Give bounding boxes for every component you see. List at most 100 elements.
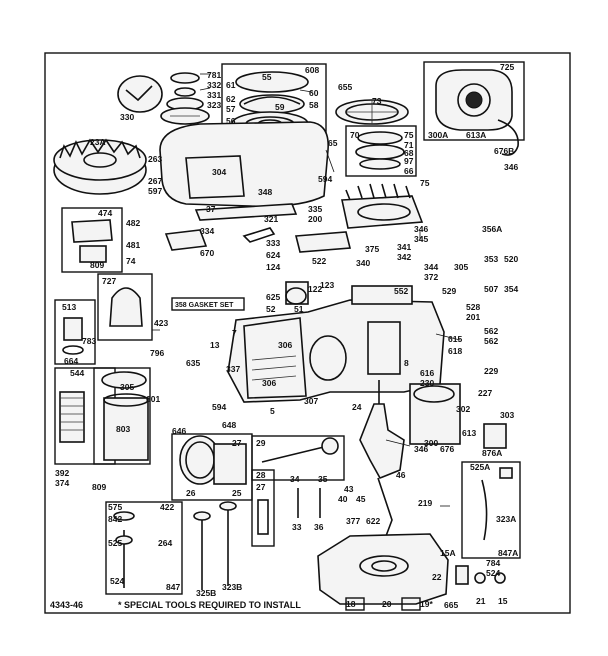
label-201: 201 [466, 312, 480, 322]
label-507: 507 [484, 284, 498, 294]
label-622: 622 [366, 516, 380, 526]
label-340: 340 [356, 258, 370, 268]
label-40: 40 [338, 494, 348, 504]
label-334: 334 [200, 226, 214, 236]
label-345: 345 [414, 234, 428, 244]
label-552: 552 [394, 286, 408, 296]
label-341: 341 [397, 242, 411, 252]
label-71: 71 [404, 140, 414, 150]
label-26: 26 [186, 488, 196, 498]
breather-box [54, 299, 96, 365]
label-332: 332 [207, 80, 221, 90]
label-562b: 562 [484, 336, 498, 346]
label-28: 28 [256, 470, 266, 480]
label-65: 65 [328, 138, 338, 148]
piston-rings [171, 433, 253, 501]
label-24: 24 [352, 402, 362, 412]
label-123: 123 [320, 280, 334, 290]
label-482: 482 [126, 218, 140, 228]
label-35: 35 [318, 474, 328, 484]
label-374: 374 [55, 478, 69, 488]
label-60: 60 [309, 88, 319, 98]
label-670: 670 [200, 248, 214, 258]
label-474: 474 [98, 208, 112, 218]
label-43: 43 [344, 484, 354, 494]
label-73: 73 [372, 96, 382, 106]
label-665: 665 [444, 600, 458, 610]
label-648: 648 [222, 420, 236, 430]
label-68: 68 [404, 148, 414, 158]
label-809: 809 [90, 260, 104, 270]
engine-sump [317, 533, 449, 611]
label-392: 392 [55, 468, 69, 478]
label-219: 219 [418, 498, 432, 508]
label-325b: 325B [196, 588, 216, 598]
label-337: 337 [226, 364, 240, 374]
flywheel-nut-group [117, 72, 210, 125]
label-333: 333 [266, 238, 280, 248]
label-75a: 75 [404, 130, 414, 140]
fastener-parts [455, 565, 506, 585]
label-33: 33 [292, 522, 302, 532]
label-321: 321 [264, 214, 278, 224]
label-66: 66 [404, 166, 414, 176]
air-cleaner-stack [345, 125, 417, 177]
label-305: 305 [454, 262, 468, 272]
label-25: 25 [232, 488, 242, 498]
label-525a: 525A [470, 462, 490, 472]
label-725: 725 [500, 62, 514, 72]
label-624: 624 [266, 250, 280, 260]
label-372: 372 [424, 272, 438, 282]
label-51: 51 [294, 304, 304, 314]
label-59: 59 [275, 102, 285, 112]
label-267: 267 [148, 176, 162, 186]
label-7: 7 [232, 328, 237, 338]
label-522: 522 [312, 256, 326, 266]
special-tools-note: * SPECIAL TOOLS REQUIRED TO INSTALL [118, 600, 301, 610]
drawing-code: 4343-46 [50, 600, 83, 610]
label-230: 230 [420, 378, 434, 388]
label-664: 664 [64, 356, 78, 366]
label-625: 625 [266, 292, 280, 302]
label-796: 796 [150, 348, 164, 358]
label-608: 608 [305, 65, 319, 75]
label-524b: 524 [486, 568, 500, 578]
label-655: 655 [338, 82, 352, 92]
valve-train [251, 469, 321, 547]
label-676: 676 [440, 444, 454, 454]
label-34: 34 [290, 474, 300, 484]
label-422: 422 [160, 502, 174, 512]
label-122: 122 [308, 284, 322, 294]
label-335: 335 [308, 204, 322, 214]
label-618: 618 [448, 346, 462, 356]
label-323: 323 [207, 100, 221, 110]
spark-plug-tube [193, 501, 237, 590]
label-524: 524 [110, 576, 124, 586]
label-20: 20 [382, 599, 392, 609]
label-29: 29 [256, 438, 266, 448]
label-842: 842 [108, 514, 122, 524]
label-27b: 27 [256, 482, 266, 492]
label-58: 58 [309, 100, 319, 110]
label-601: 601 [146, 394, 160, 404]
label-513: 513 [62, 302, 76, 312]
label-61: 61 [226, 80, 236, 90]
label-200: 200 [308, 214, 322, 224]
label-52: 52 [266, 304, 276, 314]
air-filter-box [409, 383, 507, 449]
connecting-rod [251, 435, 345, 481]
label-847a: 847A [498, 548, 518, 558]
label-56: 56 [226, 116, 236, 126]
label-264: 264 [158, 538, 172, 548]
label-331: 331 [207, 90, 221, 100]
label-70: 70 [350, 130, 360, 140]
label-62: 62 [226, 94, 236, 104]
flywheel [53, 138, 147, 195]
label-75b: 75 [420, 178, 430, 188]
ignition-coil [54, 367, 116, 465]
ignition-armature [61, 207, 123, 273]
label-348: 348 [258, 187, 272, 197]
label-346c: 346 [414, 444, 428, 454]
label-520: 520 [504, 254, 518, 264]
label-809b: 809 [92, 482, 106, 492]
